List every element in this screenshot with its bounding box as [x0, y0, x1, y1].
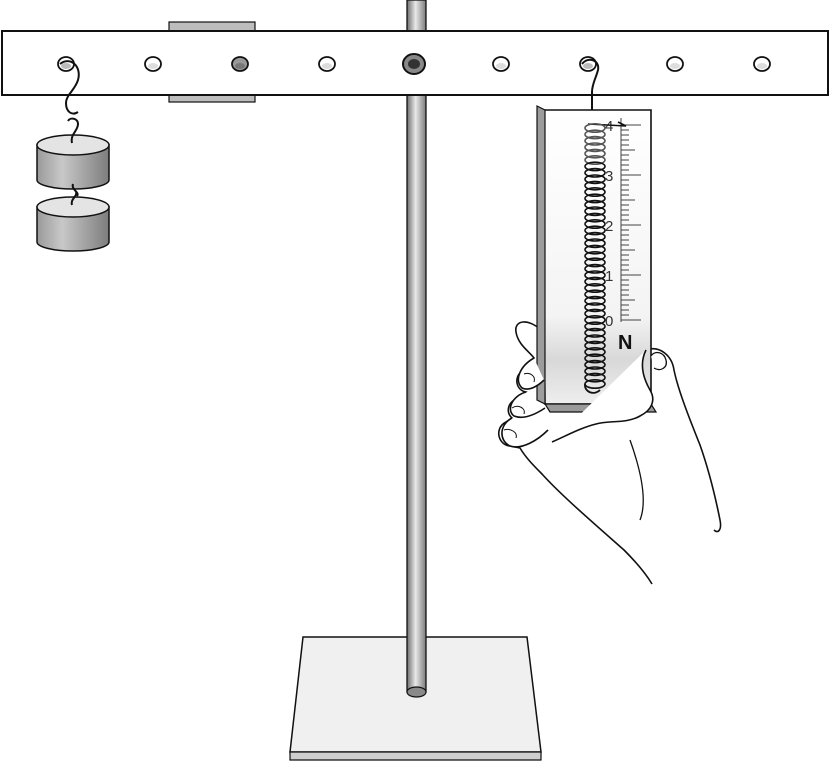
lever-hole	[753, 56, 771, 72]
hanging-weights	[36, 117, 110, 252]
scale-number-0: 0	[605, 313, 613, 330]
spring-coil	[584, 161, 606, 172]
spring-coil	[584, 219, 606, 230]
lever-hole	[318, 56, 336, 72]
scale-number-3: 3	[605, 168, 613, 185]
spring	[584, 123, 606, 394]
weight-hook	[59, 60, 80, 115]
spring-coil	[584, 244, 606, 255]
spring-coil	[584, 167, 606, 178]
lever-hole	[231, 56, 249, 72]
spring-coil	[584, 366, 606, 377]
spring-coil	[584, 231, 606, 242]
spring-coil	[584, 251, 606, 262]
spring-coil	[584, 334, 606, 345]
spring-coil	[584, 263, 606, 274]
stand-rod	[406, 0, 427, 698]
lever-hole	[666, 56, 684, 72]
spring-coil	[584, 187, 606, 198]
lever-hole	[144, 56, 162, 72]
hand-fingers	[501, 349, 667, 521]
weight-upper	[36, 117, 110, 190]
spring-coil	[584, 180, 606, 191]
spring-coil	[584, 340, 606, 351]
spring-coil	[584, 314, 606, 325]
spring-coil	[584, 276, 606, 287]
weight-lower	[36, 191, 110, 252]
lever-pivot	[402, 53, 426, 75]
spring-coil	[584, 346, 606, 357]
spring-coil	[584, 289, 606, 300]
spring-coil	[584, 321, 606, 332]
spring-coil	[584, 135, 606, 146]
spring-coil	[584, 206, 606, 217]
spring-coil	[584, 199, 606, 210]
spring-coil	[584, 155, 606, 166]
spring-coil	[584, 148, 606, 159]
scale-number-1: 1	[605, 268, 613, 285]
spring-coil	[584, 225, 606, 236]
scale-ruler	[620, 118, 641, 322]
spring-coil	[584, 308, 606, 319]
spring-coil	[584, 129, 606, 140]
spring-coil	[584, 295, 606, 306]
spring-end-hook	[584, 383, 601, 394]
spring-coil	[584, 327, 606, 338]
spring-coil	[584, 302, 606, 313]
spring-coil	[584, 353, 606, 364]
spring-coil	[584, 359, 606, 370]
scale-hook	[581, 58, 600, 122]
spring-coil	[584, 270, 606, 281]
spring-coil	[584, 193, 606, 204]
spring-coil	[584, 142, 606, 153]
spring-coil	[584, 123, 606, 134]
unit-label: N	[618, 332, 632, 354]
spring-coil	[584, 372, 606, 383]
spring-coil	[584, 238, 606, 249]
spring-scale: 4 3 2 1 0 N	[536, 105, 658, 413]
scale-number-2: 2	[605, 218, 613, 235]
spring-coil	[584, 174, 606, 185]
lever-hole	[492, 56, 510, 72]
spring-coil	[584, 282, 606, 293]
scale-number-4: 4	[605, 118, 613, 135]
spring-coil	[584, 212, 606, 223]
spring-coil	[584, 257, 606, 268]
